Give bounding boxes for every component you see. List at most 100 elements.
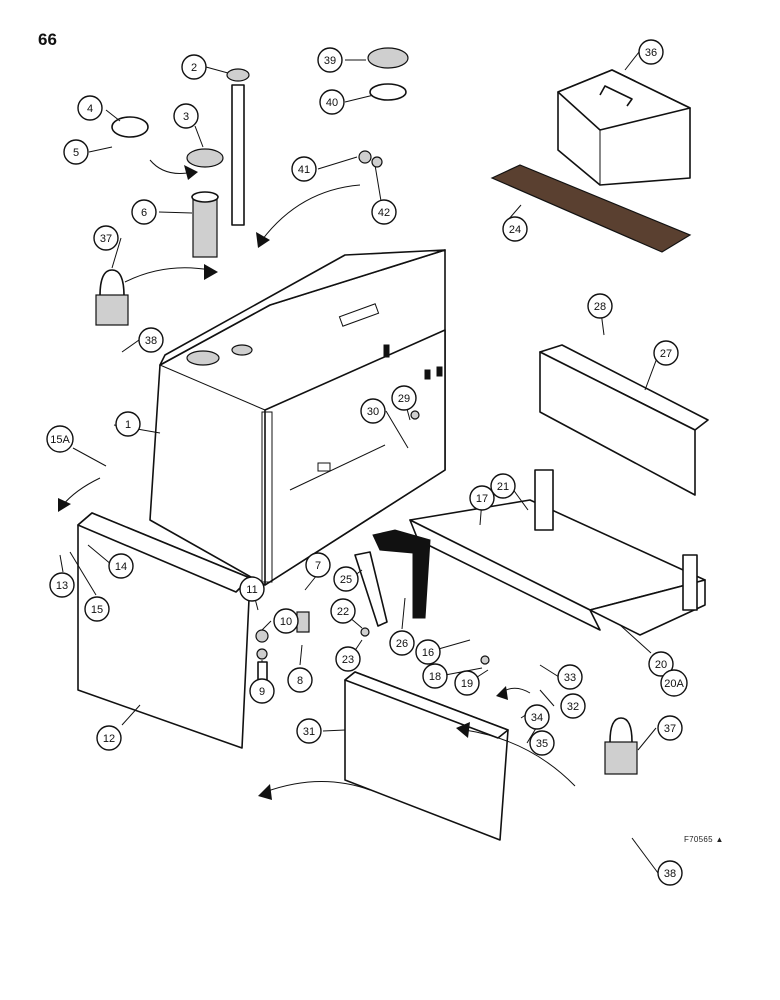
- callout-label: 20A: [664, 678, 684, 690]
- callout-label: 32: [567, 701, 579, 713]
- callout-label: 37: [100, 233, 112, 245]
- callout-1: 1: [115, 411, 141, 437]
- callout-13: 13: [49, 572, 75, 598]
- callout-circle: [529, 730, 555, 756]
- callout-label: 10: [280, 616, 292, 628]
- callout-label: 4: [87, 103, 93, 115]
- callout-circle: [415, 639, 441, 665]
- callout-24: 24: [502, 216, 528, 242]
- padlock-lower: [604, 717, 638, 775]
- assembly-arrows: [58, 159, 576, 800]
- callout-label: 1: [125, 419, 131, 431]
- callout-label: 30: [367, 406, 379, 418]
- callout-label: 28: [594, 301, 606, 313]
- mounting-bracket: [539, 344, 709, 496]
- callout-38b: 38: [657, 860, 683, 886]
- callout-circle: [138, 327, 164, 353]
- callout-label: 2: [191, 62, 197, 74]
- callout-label: 12: [103, 733, 115, 745]
- callout-label: 35: [536, 738, 548, 750]
- callout-25: 25: [333, 566, 359, 592]
- callout-circle: [469, 485, 495, 511]
- callout-16: 16: [415, 639, 441, 665]
- callout-circle: [333, 566, 359, 592]
- battery-tray: [409, 469, 706, 636]
- callout-label: 9: [259, 686, 265, 698]
- callout-circle: [108, 553, 134, 579]
- callout-label: 19: [461, 678, 473, 690]
- callout-circle: [490, 473, 516, 499]
- callout-circle: [653, 340, 679, 366]
- callout-label: 21: [497, 481, 509, 493]
- callout-label: 8: [297, 675, 303, 687]
- callout-41: 41: [291, 156, 317, 182]
- callout-3: 3: [173, 103, 199, 129]
- callout-4: 4: [77, 95, 103, 121]
- callout-label: 38: [145, 335, 157, 347]
- callout-circle: [291, 156, 317, 182]
- callout-33: 33: [557, 664, 583, 690]
- callout-circle: [181, 54, 207, 80]
- callout-20A: 20A: [660, 669, 688, 697]
- hold-down-strap: [354, 529, 431, 627]
- callout-label: 20: [655, 659, 667, 671]
- callout-circle: [273, 608, 299, 634]
- callout-circle: [84, 596, 110, 622]
- callout-36: 36: [638, 39, 664, 65]
- callout-circle: [454, 670, 480, 696]
- callout-42: 42: [371, 199, 397, 225]
- callout-circle: [524, 704, 550, 730]
- callout-37a: 37: [93, 225, 119, 251]
- callout-circle: [317, 47, 343, 73]
- callout-circle: [657, 715, 683, 741]
- callout-label: 22: [337, 606, 349, 618]
- callout-circle: [296, 718, 322, 744]
- callout-22: 22: [330, 598, 356, 624]
- callout-label: 39: [324, 55, 336, 67]
- wood-board: [490, 164, 692, 253]
- callout-circle: [63, 139, 89, 165]
- callout-label: 16: [422, 647, 434, 659]
- callout-label: 13: [56, 580, 68, 592]
- callout-circle: [93, 225, 119, 251]
- callout-label: 26: [396, 638, 408, 650]
- callout-circle: [77, 95, 103, 121]
- callout-circle: [96, 725, 122, 751]
- callout-circle: [49, 572, 75, 598]
- callout-17: 17: [469, 485, 495, 511]
- page-number: 66: [38, 30, 57, 49]
- callout-layer: 12345678910111213141515A161718192020A212…: [46, 39, 688, 886]
- callout-label: 34: [531, 712, 543, 724]
- callout-circle: [335, 646, 361, 672]
- callout-label: 41: [298, 164, 310, 176]
- callout-label: 42: [378, 207, 390, 219]
- callout-label: 17: [476, 493, 488, 505]
- callout-30: 30: [360, 398, 386, 424]
- callout-label: 29: [398, 393, 410, 405]
- figure-code: F70565 ▲: [684, 835, 724, 844]
- callout-10: 10: [273, 608, 299, 634]
- callout-label: 5: [73, 147, 79, 159]
- callout-37b: 37: [657, 715, 683, 741]
- callout-label: 31: [303, 726, 315, 738]
- callout-label: 25: [340, 574, 352, 586]
- callout-circle: [46, 425, 74, 453]
- callout-40: 40: [319, 89, 345, 115]
- callout-20: 20: [648, 651, 674, 677]
- callout-label: 15A: [50, 434, 70, 446]
- callout-label: 24: [509, 224, 521, 236]
- callout-circle: [287, 667, 313, 693]
- callout-11: 11: [239, 576, 265, 602]
- callout-5: 5: [63, 139, 89, 165]
- callout-circle: [648, 651, 674, 677]
- callout-label: 15: [91, 604, 103, 616]
- filler-parts: [111, 68, 250, 258]
- callout-circle: [305, 552, 331, 578]
- callout-39: 39: [317, 47, 343, 73]
- callout-34: 34: [524, 704, 550, 730]
- callout-19: 19: [454, 670, 480, 696]
- callout-label: 3: [183, 111, 189, 123]
- callout-12: 12: [96, 725, 122, 751]
- callout-2: 2: [181, 54, 207, 80]
